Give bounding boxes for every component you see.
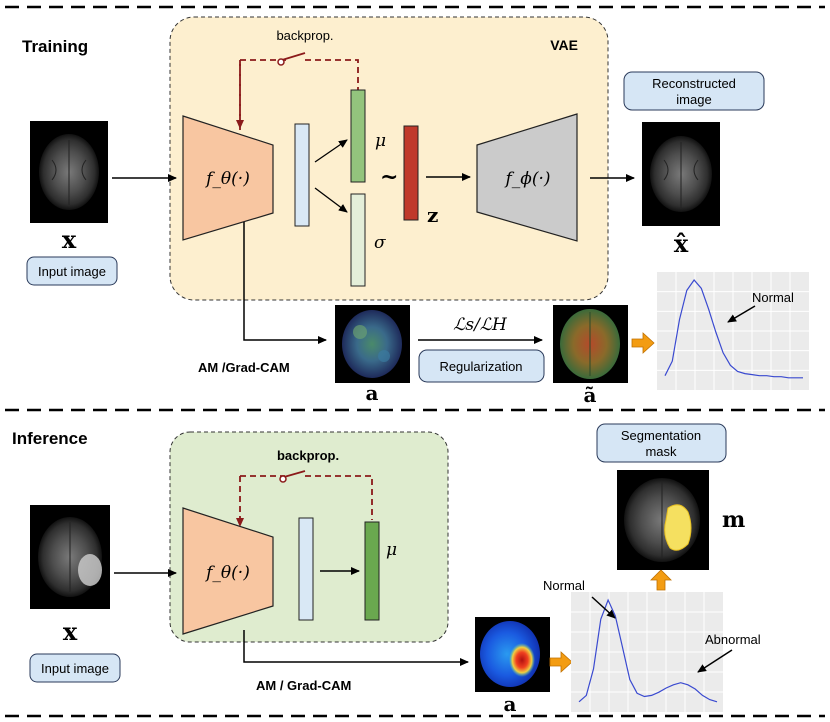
training-sigma-vector [350,193,366,287]
regularization-label: Regularization [439,359,522,374]
inference-normal-label: Normal [543,578,585,593]
training-sigma-symbol: σ [374,233,386,253]
backprop-switch [281,52,306,61]
inference-input-symbol: x [63,617,78,646]
inference-abnormal-label: Abnormal [705,632,761,647]
training-attention-caption: AM /Grad-CAM [198,360,290,375]
series-line [578,598,718,703]
mask-symbol: m [722,507,745,533]
training-input-symbol: x [62,225,77,254]
inference-distribution-chart [571,592,723,712]
inference-up-arrow [650,569,672,591]
recon-caption-box [623,71,765,111]
training-orange-arrow [631,332,655,354]
inference-bottleneck [298,517,314,621]
training-mu-symbol: μ [375,131,386,151]
training-normal-label: Normal [752,290,794,305]
training-bottleneck [294,123,310,227]
inference-attention-symbol: a [504,692,517,716]
vae-label: VAE [550,37,578,53]
training-attention-symbol: a [366,381,379,405]
training-decoder [476,113,578,242]
loss-label: ℒs/ℒH [453,315,508,335]
inference-mu-symbol: μ [386,540,397,560]
training-distribution-chart [657,272,809,390]
inference-input-caption: Input image [41,661,109,676]
inference-input-caption-box [29,653,121,683]
inference-backprop-path-right [305,475,373,520]
recon-caption-line1: Reconstructed [652,76,736,91]
recon-caption-line2: image [676,92,711,107]
backprop-label: backprop. [276,28,333,43]
recon-symbol: x̂ [674,229,689,258]
training-encoder [182,115,274,241]
seg-caption-line1: Segmentation [621,428,701,443]
seg-caption-line2: mask [645,444,677,459]
training-title: Training [22,37,88,56]
inference-attention-caption: AM / Grad-CAM [256,678,351,693]
inference-backprop-label: backprop. [277,448,339,463]
training-sample-symbol: ~ [380,164,398,190]
inference-encoder-label: f_θ(·) [204,563,250,583]
seg-caption-box [596,423,727,463]
training-z-vector [403,125,419,221]
inference-title: Inference [12,429,88,448]
inference-encoder [182,507,274,635]
training-decoder-label: f_ϕ(·) [503,169,550,189]
backprop-path-right [305,59,359,90]
training-input-caption-box [26,256,118,286]
inference-backprop-switch [283,470,306,478]
inference-orange-arrow [549,651,573,673]
training-encoder-label: f_θ(·) [204,169,250,189]
inference-mu-vector [364,521,380,621]
training-z-symbol: z [427,203,438,227]
vae-panel [169,16,609,301]
regularization-button [418,349,545,383]
training-mu-vector [350,89,366,183]
training-input-caption: Input image [38,264,106,279]
series-line [664,279,803,379]
regularized-symbol: ã [584,383,597,407]
